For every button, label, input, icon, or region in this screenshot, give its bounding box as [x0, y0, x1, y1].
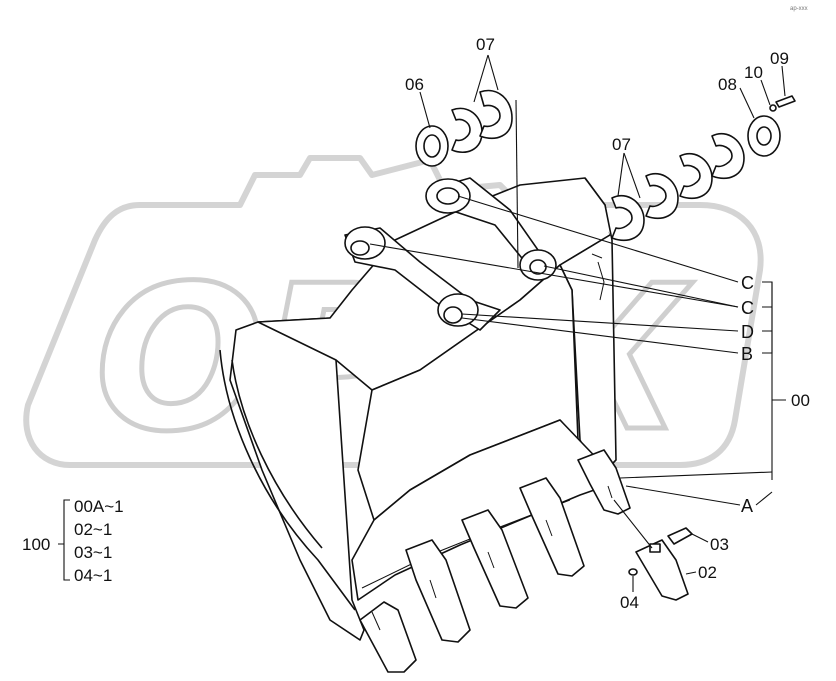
shims-and-washers [415, 89, 796, 242]
callout-C-2: C [741, 298, 754, 318]
leader-07-top-axis [515, 99, 519, 269]
callout-10: 10 [744, 63, 763, 82]
leader-07-top-b [487, 54, 499, 91]
corner-mark: ap-xxx [790, 6, 808, 12]
bracket-00 [771, 282, 786, 480]
leader-00-tooth [619, 471, 773, 479]
tooth-pin-hole [649, 543, 661, 553]
leader-explode-axis [613, 499, 653, 549]
leader-07-mid-a [617, 152, 625, 197]
leader-02 [685, 571, 697, 575]
leader-07-mid-b [623, 152, 641, 199]
boss-left-upper-bore [350, 240, 370, 256]
tooth-3 [461, 509, 529, 609]
tooth-1 [359, 601, 417, 673]
callout-04: 04 [620, 593, 639, 612]
callout-07-top: 07 [476, 35, 495, 54]
lock-04 [628, 568, 638, 576]
shim-07-top-a [451, 107, 483, 154]
washer-08-hole [756, 126, 772, 146]
kit-item-4: 04~1 [74, 566, 112, 585]
leader-10 [760, 79, 771, 106]
bucket-teeth [359, 449, 693, 673]
pin-bosses [344, 178, 557, 327]
leader-07-top-a [473, 54, 489, 103]
shim-07-top-b [479, 89, 513, 140]
leader-C2b [543, 265, 739, 308]
kit-item-3: 03~1 [74, 543, 112, 562]
kit-bracket [58, 499, 70, 581]
boss-left-lower-bore [443, 306, 463, 324]
callout-09: 09 [770, 49, 789, 68]
callout-A: A [741, 496, 753, 516]
kit-item-2: 02~1 [74, 520, 112, 539]
tooth-4 [519, 477, 585, 577]
leader-A-2 [755, 491, 773, 506]
leader-C1 [457, 195, 739, 283]
bracket-CDB [762, 281, 773, 354]
washer-06-hole [423, 134, 441, 158]
boss-right-upper-bore [529, 259, 547, 275]
shim-07-mid-d [711, 133, 745, 180]
leader-B [461, 317, 739, 354]
bolt-09 [775, 95, 796, 108]
callout-02: 02 [698, 563, 717, 582]
callout-08: 08 [718, 75, 737, 94]
tooth-5-pin [607, 485, 613, 499]
shim-07-mid-c [679, 153, 713, 200]
exploded-tooth-02 [635, 539, 689, 601]
leader-C2a [369, 243, 739, 308]
tooth-2-pin [429, 579, 437, 599]
leader-03 [691, 533, 709, 543]
callout-D: D [741, 322, 754, 342]
leader-A-1 [625, 485, 741, 506]
boss-top-rear-bore [436, 187, 460, 205]
callout-labels: 06 07 07 08 09 10 C C D B 00 A 03 02 04 [405, 35, 810, 612]
shim-07-mid-a [611, 195, 645, 242]
callout-07-mid: 07 [612, 135, 631, 154]
lockwasher-10 [769, 104, 777, 112]
kit-number: 100 [22, 535, 50, 554]
shim-07-mid-b [645, 173, 679, 220]
callout-03: 03 [710, 535, 729, 554]
callout-C-1: C [741, 273, 754, 293]
callout-06: 06 [405, 75, 424, 94]
leader-D [461, 313, 739, 332]
tooth-4-pin [545, 519, 553, 537]
callout-B: B [741, 344, 753, 364]
leader-06 [419, 91, 431, 129]
leader-09 [781, 65, 786, 97]
tooth-1-pin [371, 611, 381, 631]
leader-08 [739, 87, 755, 119]
tooth-2 [405, 539, 471, 643]
tooth-5 [577, 449, 631, 515]
leader-lines [369, 54, 786, 592]
pin-03 [667, 527, 693, 545]
kit-legend: 100 00A~1 02~1 03~1 04~1 [22, 497, 124, 585]
callout-00: 00 [791, 391, 810, 410]
kit-item-1: 00A~1 [74, 497, 124, 516]
side-cutter-edge [219, 349, 356, 611]
tooth-3-pin [487, 551, 495, 569]
